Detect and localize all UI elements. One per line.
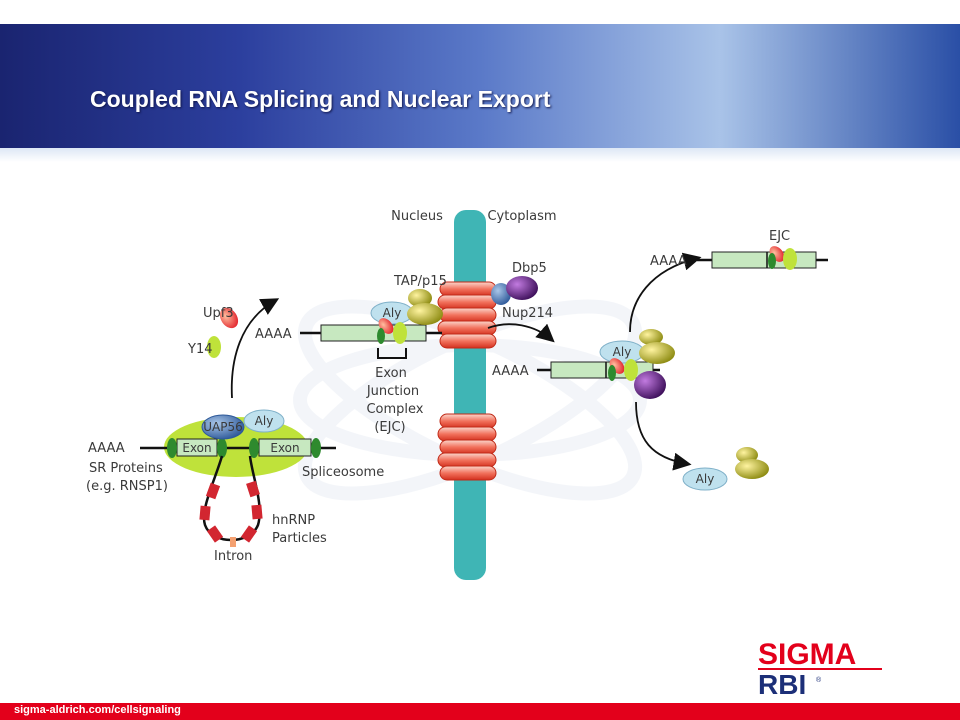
label-particles: Particles bbox=[272, 531, 327, 546]
label-uap56: UAP56 bbox=[203, 420, 243, 434]
tap-cyto-lower bbox=[639, 342, 675, 364]
label-spliceosome: Spliceosome bbox=[302, 465, 384, 480]
label-ejc-top: EJC bbox=[769, 229, 790, 244]
dbp5-cyto bbox=[634, 371, 666, 399]
intron-marker bbox=[230, 537, 236, 547]
label-aly-cyto: Aly bbox=[613, 345, 632, 359]
upf3-protein bbox=[219, 307, 239, 329]
sr-protein-dots bbox=[167, 438, 321, 458]
y14-protein bbox=[207, 336, 221, 358]
label-sr-example: (e.g. RNSP1) bbox=[86, 479, 168, 494]
ejc-bracket bbox=[377, 348, 407, 359]
label-cytoplasm: Cytoplasm bbox=[487, 209, 556, 224]
ejc-dark-green-cyto bbox=[608, 365, 616, 381]
footer-bar: sigma-aldrich.com/cellsignaling bbox=[0, 703, 960, 720]
arrow-to-released-factors bbox=[635, 401, 692, 471]
logo-sigma: SIGMA bbox=[758, 638, 856, 671]
label-exon-left: Exon bbox=[182, 441, 211, 455]
ejc-dark-green-export bbox=[377, 328, 385, 344]
ejc-y14-cyto bbox=[624, 359, 638, 381]
label-exon-right: Exon bbox=[270, 441, 299, 455]
dbp5-protein bbox=[506, 276, 538, 300]
mrna-top-box bbox=[711, 251, 817, 269]
ejc-y14-top bbox=[783, 248, 797, 270]
sigma-rbi-logo: SIGMA RBI ® bbox=[758, 638, 882, 696]
slide-title: Coupled RNA Splicing and Nuclear Export bbox=[90, 86, 551, 112]
label-hnrnp: hnRNP bbox=[272, 513, 315, 528]
label-upf3: Upf3 bbox=[203, 306, 234, 321]
label-aaaa-export: AAAA bbox=[255, 327, 292, 342]
label-nucleus: Nucleus bbox=[391, 209, 443, 224]
label-aly-free: Aly bbox=[696, 472, 715, 486]
tap-cyto-upper bbox=[639, 329, 663, 345]
tap-p15-lower bbox=[407, 303, 443, 325]
header-banner bbox=[0, 24, 960, 148]
label-ejc-abbrev: (EJC) bbox=[374, 420, 405, 435]
label-aaaa-cyto: AAAA bbox=[492, 364, 529, 379]
label-dbp5: Dbp5 bbox=[512, 261, 547, 276]
logo-rbi: RBI bbox=[758, 669, 806, 696]
arrow-export-to-cytoplasm bbox=[487, 323, 555, 343]
label-aly-export: Aly bbox=[383, 306, 402, 320]
aly-protein-free bbox=[682, 467, 728, 491]
label-tap-p15: TAP/p15 bbox=[393, 274, 447, 289]
label-nup214: Nup214 bbox=[502, 306, 553, 321]
ejc-dark-green-top bbox=[768, 253, 776, 269]
tap-p15-upper bbox=[408, 289, 432, 307]
exon-left-box bbox=[176, 438, 218, 457]
nuclear-pore-lower bbox=[437, 413, 497, 481]
label-ejc-exon: Exon bbox=[375, 366, 407, 381]
aly-protein-splice bbox=[243, 409, 285, 433]
label-aaaa-splice: AAAA bbox=[88, 441, 125, 456]
logo-reg-mark: ® bbox=[816, 676, 822, 684]
nuclear-pore-upper bbox=[437, 281, 497, 349]
uap56-protein bbox=[201, 414, 245, 440]
label-intron: Intron bbox=[214, 549, 252, 564]
header-banner-fade bbox=[0, 148, 960, 162]
nup214-protein bbox=[491, 283, 511, 305]
tap-free-lower bbox=[735, 459, 769, 479]
arrow-to-ejc-mrna bbox=[629, 252, 702, 333]
footer-url[interactable]: sigma-aldrich.com/cellsignaling bbox=[14, 704, 181, 716]
tap-free-upper bbox=[736, 447, 758, 463]
label-sr-proteins: SR Proteins bbox=[89, 461, 163, 476]
label-y14: Y14 bbox=[187, 342, 212, 357]
nuclear-envelope bbox=[454, 210, 486, 580]
label-ejc-junction: Junction bbox=[366, 384, 419, 399]
ejc-y14-export bbox=[393, 322, 407, 344]
mrna-export-box bbox=[320, 324, 427, 342]
arrow-splice-to-export bbox=[230, 298, 280, 399]
label-aly-splice: Aly bbox=[255, 414, 274, 428]
label-ejc-complex: Complex bbox=[366, 402, 423, 417]
hnrnp-particles bbox=[199, 480, 263, 543]
label-aaaa-top: AAAA bbox=[650, 254, 687, 269]
exon-right-box bbox=[258, 438, 312, 457]
